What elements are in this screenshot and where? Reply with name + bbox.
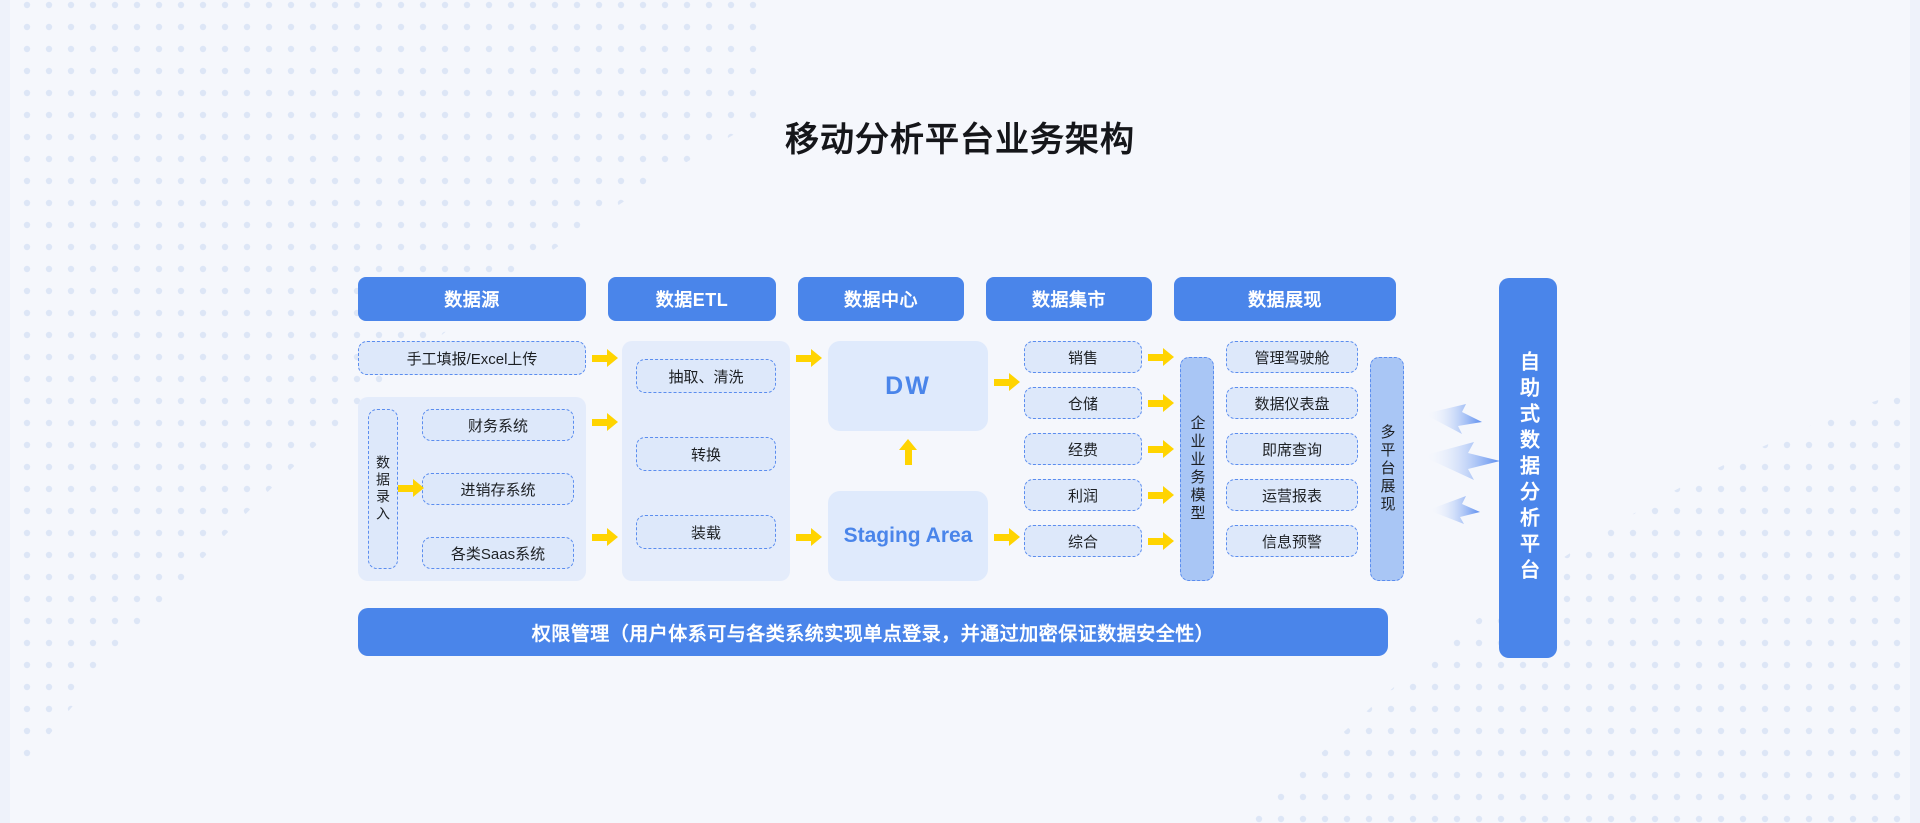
system-box-erp[interactable]: 进销存系统 xyxy=(422,473,574,505)
permission-management-bar[interactable]: 权限管理（用户体系可与各类系统实现单点登录，并通过加密保证数据安全性） xyxy=(358,608,1388,656)
etl-step-load[interactable]: 装载 xyxy=(636,515,776,549)
staging-area-box[interactable]: Staging Area xyxy=(828,491,988,581)
presentation-box-dashboard[interactable]: 数据仪表盘 xyxy=(1226,387,1358,419)
arrow-finance-to-etl xyxy=(592,413,618,431)
arrow-warehouse-to-model xyxy=(1148,394,1174,412)
arrow-sales-to-model xyxy=(1148,348,1174,366)
data-entry-panel: 数据录入 财务系统 进销存系统 各类Saas系统 xyxy=(358,397,586,581)
arrow-composite-to-model xyxy=(1148,532,1174,550)
stage-header-row: 数据源 数据ETL 数据中心 数据集市 数据展现 xyxy=(358,277,1396,321)
arrow-profit-to-model xyxy=(1148,486,1174,504)
header-data-center[interactable]: 数据中心 xyxy=(798,277,964,321)
system-box-finance[interactable]: 财务系统 xyxy=(422,409,574,441)
arrow-manual-to-etl xyxy=(592,349,618,367)
header-data-mart[interactable]: 数据集市 xyxy=(986,277,1152,321)
mart-box-sales[interactable]: 销售 xyxy=(1024,341,1142,373)
presentation-box-cockpit[interactable]: 管理驾驶舱 xyxy=(1226,341,1358,373)
page-title: 移动分析平台业务架构 xyxy=(785,121,1135,159)
arrow-entry-to-systems xyxy=(398,479,424,497)
arrow-saas-to-etl xyxy=(592,528,618,546)
mart-box-warehouse[interactable]: 仓储 xyxy=(1024,387,1142,419)
column-data-source: 手工填报/Excel上传 数据录入 财务系统 进销存系统 各类Saas系统 xyxy=(358,341,586,581)
arrow-expense-to-model xyxy=(1148,440,1174,458)
multi-platform-bar[interactable]: 多平台展现 xyxy=(1370,357,1404,581)
mart-box-composite[interactable]: 综合 xyxy=(1024,525,1142,557)
data-entry-vertical-label: 数据录入 xyxy=(368,409,398,569)
mart-box-expense[interactable]: 经费 xyxy=(1024,433,1142,465)
manual-entry-box[interactable]: 手工填报/Excel上传 xyxy=(358,341,586,375)
header-data-presentation[interactable]: 数据展现 xyxy=(1174,277,1396,321)
arrow-dw-to-mart xyxy=(994,373,1020,391)
presentation-box-alert[interactable]: 信息预警 xyxy=(1226,525,1358,557)
enterprise-business-model-bar[interactable]: 企业业务模型 xyxy=(1180,357,1214,581)
arrow-staging-to-mart xyxy=(994,528,1020,546)
data-warehouse-box[interactable]: DW xyxy=(828,341,988,431)
header-data-source[interactable]: 数据源 xyxy=(358,277,586,321)
platform-flow-arrows xyxy=(1422,398,1502,524)
etl-step-extract-clean[interactable]: 抽取、清洗 xyxy=(636,359,776,393)
column-data-mart: 销售 仓储 经费 利润 综合 xyxy=(1024,341,1142,581)
arrow-staging-to-dw xyxy=(899,439,917,465)
column-data-presentation: 管理驾驶舱 数据仪表盘 即席查询 运营报表 信息预警 xyxy=(1226,341,1358,581)
presentation-box-adhoc[interactable]: 即席查询 xyxy=(1226,433,1358,465)
mart-box-profit[interactable]: 利润 xyxy=(1024,479,1142,511)
header-data-etl[interactable]: 数据ETL xyxy=(608,277,776,321)
arrow-load-to-staging xyxy=(796,528,822,546)
arrow-extract-to-dw xyxy=(796,349,822,367)
self-service-platform-bar[interactable]: 自助式数据分析平台 xyxy=(1499,278,1557,658)
etl-step-transform[interactable]: 转换 xyxy=(636,437,776,471)
column-data-etl: 抽取、清洗 转换 装载 xyxy=(622,341,790,581)
column-data-center: DW Staging Area xyxy=(828,341,988,581)
presentation-box-report[interactable]: 运营报表 xyxy=(1226,479,1358,511)
system-box-saas[interactable]: 各类Saas系统 xyxy=(422,537,574,569)
